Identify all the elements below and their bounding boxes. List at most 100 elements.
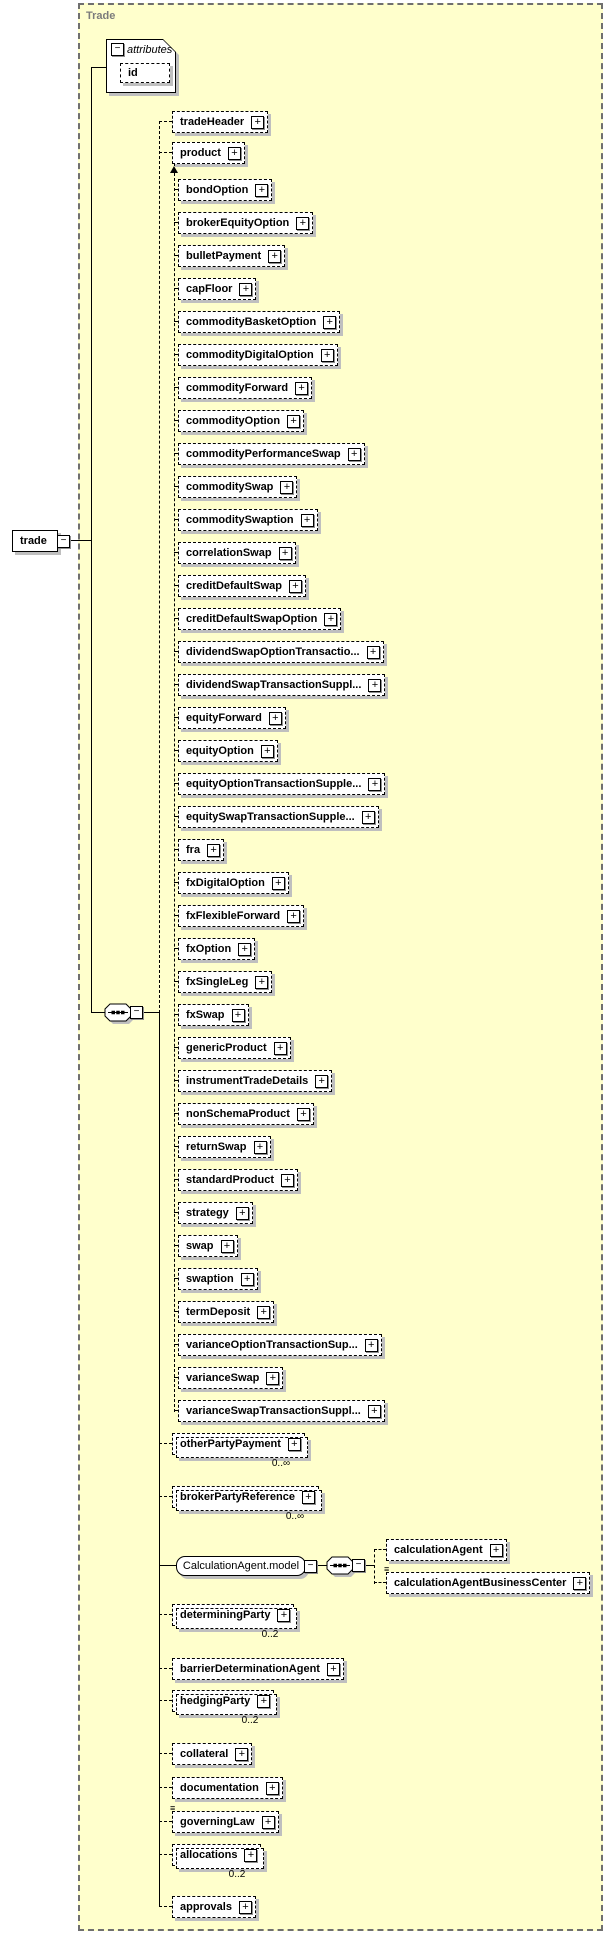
expand-icon[interactable]: + (268, 249, 282, 263)
element-hedgingparty[interactable]: hedgingParty+ (172, 1690, 278, 1715)
element-calculationagentbusinesscenter[interactable]: calculationAgentBusinessCenter+≡ (384, 1565, 591, 1594)
element-bondoption[interactable]: bondOption+ (178, 179, 273, 201)
element-equityoptiontransactionsupple[interactable]: equityOptionTransactionSupple...+ (178, 773, 386, 795)
element-barrierdeterminationagent[interactable]: barrierDeterminationAgent+ (172, 1658, 344, 1680)
element-instrumenttradedetails[interactable]: instrumentTradeDetails+ (178, 1070, 333, 1092)
expand-icon[interactable]: + (287, 414, 301, 428)
expand-icon[interactable]: + (278, 546, 292, 560)
expand-icon[interactable]: + (366, 645, 380, 659)
expand-icon[interactable]: + (288, 579, 302, 593)
element-strategy[interactable]: strategy+ (178, 1202, 253, 1224)
element-commodityswap[interactable]: commoditySwap+ (178, 476, 298, 498)
expand-icon[interactable]: + (220, 1239, 234, 1253)
element-allocations[interactable]: allocations+ (172, 1844, 265, 1869)
element-determiningparty[interactable]: determiningParty+ (172, 1604, 298, 1629)
element-trade[interactable]: trade (12, 530, 58, 552)
element-approvals[interactable]: approvals+ (172, 1896, 256, 1918)
expand-icon[interactable]: + (271, 876, 285, 890)
expand-icon[interactable]: + (255, 975, 269, 989)
expand-icon[interactable]: + (277, 1608, 291, 1622)
element-calculationagent[interactable]: calculationAgent+ (386, 1539, 507, 1561)
expand-icon[interactable]: + (227, 146, 241, 160)
expand-icon[interactable]: + (315, 1074, 329, 1088)
expand-icon[interactable]: + (257, 1305, 271, 1319)
element-commodityoption[interactable]: commodityOption+ (178, 410, 305, 432)
expand-icon[interactable]: + (326, 1662, 340, 1676)
expand-icon[interactable]: + (364, 1338, 378, 1352)
collapse-icon[interactable]: − (57, 535, 70, 548)
model-group-calculation-agent[interactable]: CalculationAgent.model (176, 1556, 306, 1576)
element-creditdefaultswapoption[interactable]: creditDefaultSwapOption+ (178, 608, 342, 630)
element-fra[interactable]: fra+ (178, 839, 225, 861)
expand-icon[interactable]: + (489, 1543, 503, 1557)
element-nonschemaproduct[interactable]: nonSchemaProduct+ (178, 1103, 314, 1125)
expand-icon[interactable]: + (280, 480, 294, 494)
element-creditdefaultswap[interactable]: creditDefaultSwap+ (178, 575, 306, 597)
element-varianceoptiontransactionsup[interactable]: varianceOptionTransactionSup...+ (178, 1334, 382, 1356)
element-collateral[interactable]: collateral+ (172, 1743, 253, 1765)
expand-icon[interactable]: + (368, 678, 382, 692)
element-swap[interactable]: swap+ (178, 1235, 238, 1257)
expand-icon[interactable]: + (296, 216, 310, 230)
expand-icon[interactable]: + (268, 711, 282, 725)
expand-icon[interactable]: + (287, 909, 301, 923)
expand-icon[interactable]: + (239, 282, 253, 296)
element-commoditydigitaloption[interactable]: commodityDigitalOption+ (178, 344, 338, 366)
element-capfloor[interactable]: capFloor+ (178, 278, 257, 300)
element-fxdigitaloption[interactable]: fxDigitalOption+ (178, 872, 289, 894)
expand-icon[interactable]: + (287, 1437, 301, 1451)
element-commodityperformanceswap[interactable]: commodityPerformanceSwap+ (178, 443, 365, 465)
element-varianceswap[interactable]: varianceSwap+ (178, 1367, 284, 1389)
collapse-icon[interactable]: − (130, 1006, 143, 1019)
element-fxoption[interactable]: fxOption+ (178, 938, 256, 960)
expand-icon[interactable]: + (573, 1576, 587, 1590)
expand-icon[interactable]: + (231, 1008, 245, 1022)
element-equityforward[interactable]: equityForward+ (178, 707, 286, 729)
element-commoditybasketoption[interactable]: commodityBasketOption+ (178, 311, 341, 333)
element-termdeposit[interactable]: termDeposit+ (178, 1301, 275, 1323)
element-fxflexibleforward[interactable]: fxFlexibleForward+ (178, 905, 305, 927)
expand-icon[interactable]: + (260, 744, 274, 758)
expand-icon[interactable]: + (265, 1781, 279, 1795)
element-brokerpartyreference[interactable]: brokerPartyReference+ (172, 1486, 322, 1511)
element-otherpartypayment[interactable]: otherPartyPayment+ (172, 1433, 308, 1458)
element-standardproduct[interactable]: standardProduct+ (178, 1169, 299, 1191)
expand-icon[interactable]: + (273, 1041, 287, 1055)
expand-icon[interactable]: + (281, 1173, 295, 1187)
element-returnswap[interactable]: returnSwap+ (178, 1136, 271, 1158)
expand-icon[interactable]: + (361, 810, 375, 824)
element-fxsingleleg[interactable]: fxSingleLeg+ (178, 971, 273, 993)
expand-icon[interactable]: + (296, 1107, 310, 1121)
element-bulletpayment[interactable]: bulletPayment+ (178, 245, 286, 267)
element-brokerequityoption[interactable]: brokerEquityOption+ (178, 212, 314, 234)
expand-icon[interactable]: + (255, 183, 269, 197)
collapse-icon[interactable]: − (304, 1560, 317, 1573)
expand-icon[interactable]: + (253, 1140, 267, 1154)
element-product[interactable]: product+ (172, 142, 245, 164)
element-equityswaptransactionsupple[interactable]: equitySwapTransactionSupple...+ (178, 806, 379, 828)
expand-icon[interactable]: + (266, 1371, 280, 1385)
expand-icon[interactable]: + (323, 315, 337, 329)
element-genericproduct[interactable]: genericProduct+ (178, 1037, 291, 1059)
element-dividendswapoptiontransactio[interactable]: dividendSwapOptionTransactio...+ (178, 641, 384, 663)
element-swaption[interactable]: swaption+ (178, 1268, 258, 1290)
expand-icon[interactable]: + (235, 1206, 249, 1220)
expand-icon[interactable]: + (257, 1694, 271, 1708)
element-equityoption[interactable]: equityOption+ (178, 740, 278, 762)
expand-icon[interactable]: + (301, 1490, 315, 1504)
expand-icon[interactable]: + (251, 115, 265, 129)
expand-icon[interactable]: + (261, 1815, 275, 1829)
element-tradeheader[interactable]: tradeHeader+ (172, 111, 269, 133)
element-correlationswap[interactable]: correlationSwap+ (178, 542, 296, 564)
expand-icon[interactable]: + (207, 843, 221, 857)
expand-icon[interactable]: + (300, 513, 314, 527)
element-fxswap[interactable]: fxSwap+ (178, 1004, 249, 1026)
expand-icon[interactable]: + (347, 447, 361, 461)
element-governinglaw[interactable]: governingLaw+≡ (170, 1804, 279, 1833)
expand-icon[interactable]: + (238, 942, 252, 956)
expand-icon[interactable]: + (295, 381, 309, 395)
expand-icon[interactable]: + (235, 1747, 249, 1761)
element-dividendswaptransactionsuppl[interactable]: dividendSwapTransactionSuppl...+ (178, 674, 386, 696)
expand-icon[interactable]: + (238, 1900, 252, 1914)
element-commodityforward[interactable]: commodityForward+ (178, 377, 313, 399)
